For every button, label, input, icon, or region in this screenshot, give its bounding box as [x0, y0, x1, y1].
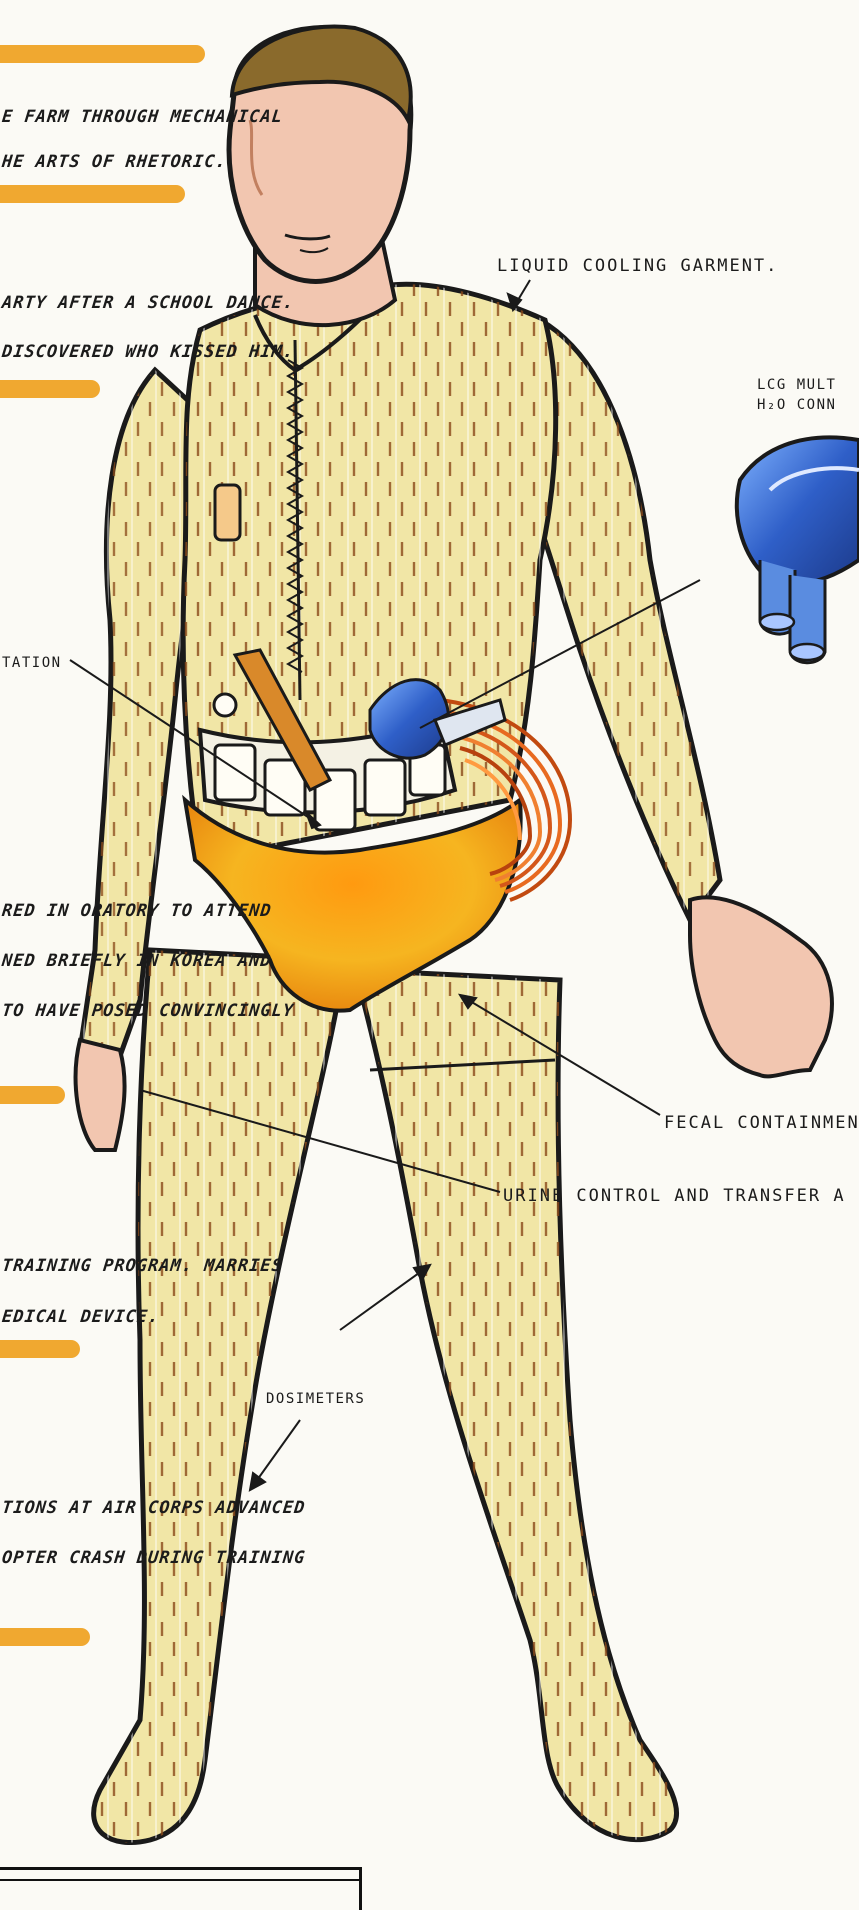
label-tation: TATION — [2, 654, 62, 672]
bio-line-2: HE ARTS OF RHETORIC. — [1, 152, 228, 172]
bio-line-10: TIONS AT AIR CORPS ADVANCED — [1, 1498, 306, 1518]
accent-bar-2 — [0, 185, 185, 203]
accent-bar-6 — [0, 1628, 90, 1646]
accent-bar-5 — [0, 1340, 80, 1358]
label-liquid-cooling-garment: LIQUID COOLING GARMENT. — [497, 256, 778, 276]
lcg-connector-detail — [737, 437, 859, 662]
base-frame — [0, 1867, 362, 1910]
bio-line-11: OPTER CRASH DURING TRAINING — [1, 1548, 306, 1568]
bio-line-6: NED BRIEFLY IN KOREA AND — [1, 951, 273, 971]
label-lcg-connector-line2: H₂O CONN — [757, 396, 836, 414]
bio-line-4: DISCOVERED WHO KISSED HIM. — [1, 342, 295, 362]
label-fecal-containment: FECAL CONTAINMEN — [664, 1113, 859, 1133]
accent-bar-1 — [0, 45, 205, 63]
right-hand — [690, 897, 832, 1076]
accent-bar-4 — [0, 1086, 65, 1104]
bio-line-5: RED IN ORATORY TO ATTEND — [1, 901, 273, 921]
right-leg — [355, 970, 677, 1840]
bio-line-7: TO HAVE POSED CONVINCINGLY — [1, 1001, 295, 1021]
head — [229, 27, 411, 282]
label-lcg-connector-line1: LCG MULT — [757, 376, 836, 394]
bio-line-3: ARTY AFTER A SCHOOL DANCE. — [1, 293, 295, 313]
bio-line-9: EDICAL DEVICE. — [1, 1307, 160, 1327]
left-hand — [76, 1040, 125, 1150]
label-urine-control: URINE CONTROL AND TRANSFER A — [503, 1186, 846, 1206]
bio-line-8: TRAINING PROGRAM. MARRIES — [1, 1256, 284, 1276]
label-dosimeters: DOSIMETERS — [266, 1390, 365, 1408]
bio-line-1: E FARM THROUGH MECHANICAL — [1, 107, 284, 127]
accent-bar-3 — [0, 380, 100, 398]
